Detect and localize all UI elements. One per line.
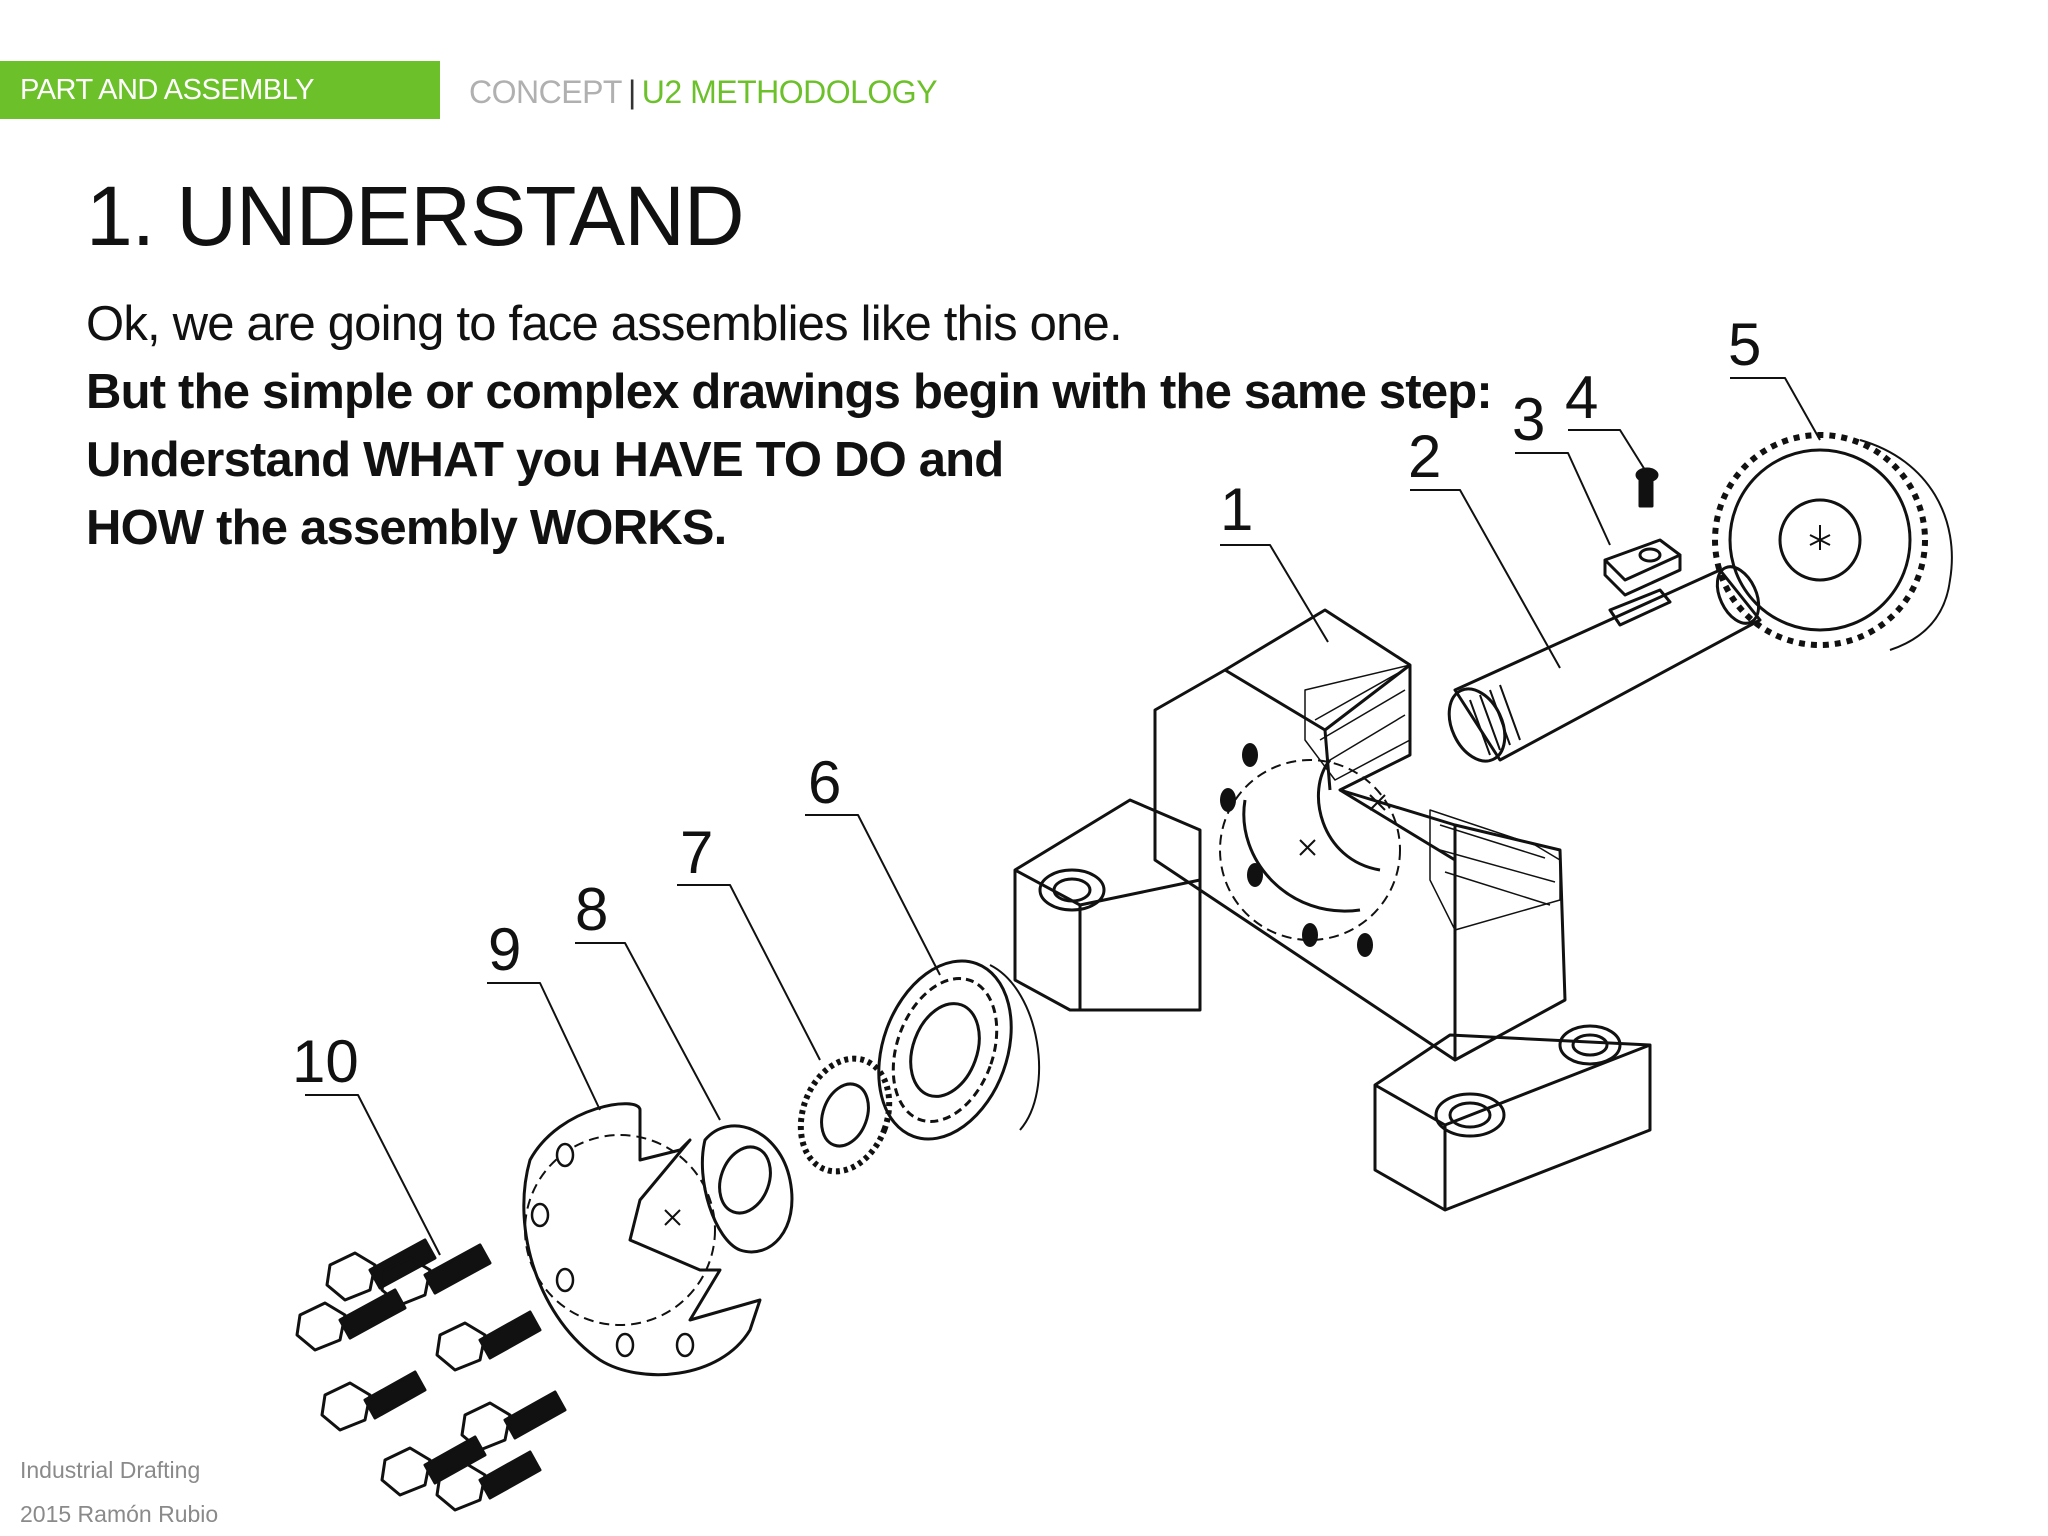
callout-10: 10 xyxy=(292,1028,359,1095)
breadcrumb-active[interactable]: U2 METHODOLOGY xyxy=(641,74,938,110)
part-screw xyxy=(1635,467,1659,508)
callout-4: 4 xyxy=(1565,364,1598,431)
body-line-1: Ok, we are going to face assemblies like… xyxy=(86,297,1123,351)
callout-7: 7 xyxy=(680,819,713,886)
callout-5: 5 xyxy=(1728,311,1761,378)
body-line-3: Understand WHAT you HAVE TO DO and xyxy=(86,433,1004,487)
section-tag: PART AND ASSEMBLY DRAWING xyxy=(0,61,440,164)
leader-lines xyxy=(305,377,1821,1256)
callout-1: 1 xyxy=(1220,476,1253,543)
callout-8: 8 xyxy=(575,876,608,943)
part-housing xyxy=(1013,608,1652,1212)
part-shaft xyxy=(1447,565,1762,763)
part-bearing xyxy=(877,959,1040,1141)
part-gear xyxy=(1712,432,1953,651)
slide-body: Ok, we are going to face assemblies like… xyxy=(86,290,1493,562)
footer-course: Industrial Drafting xyxy=(20,1457,201,1483)
slide-title: 1. UNDERSTAND xyxy=(86,169,745,263)
callout-9: 9 xyxy=(488,916,521,983)
callout-2: 2 xyxy=(1408,423,1441,490)
footer-credit: 2015 Ramón Rubio xyxy=(20,1501,219,1527)
breadcrumb: CONCEPT|U2 METHODOLOGY xyxy=(469,74,938,111)
part-nut xyxy=(700,1124,794,1254)
part-lock-washer xyxy=(797,1055,893,1175)
body-line-4: HOW the assembly WORKS. xyxy=(86,501,727,555)
body-line-2: But the simple or complex drawings begin… xyxy=(86,365,1493,419)
breadcrumb-separator: | xyxy=(627,74,636,110)
footer: Industrial Drafting 2015 Ramón Rubio xyxy=(20,1448,218,1536)
callout-3: 3 xyxy=(1512,386,1545,453)
part-bolts xyxy=(295,1238,567,1512)
part-key xyxy=(1603,538,1682,597)
breadcrumb-concept[interactable]: CONCEPT xyxy=(469,74,622,110)
callout-6: 6 xyxy=(808,749,841,816)
part-cover xyxy=(522,1102,762,1377)
